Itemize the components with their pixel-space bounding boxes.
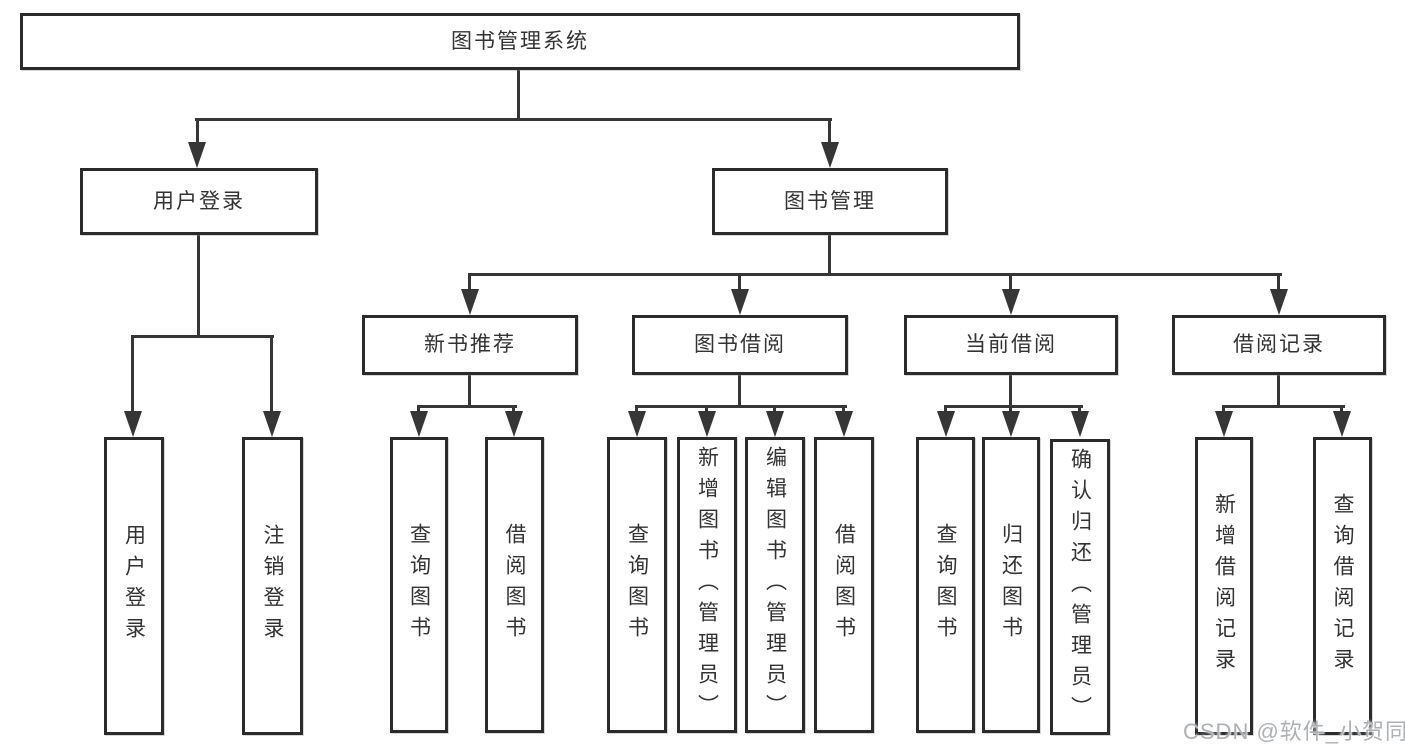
arrowhead-down-icon xyxy=(1002,411,1020,437)
connector-arrow-line xyxy=(842,405,845,413)
connector-arrow-line xyxy=(828,118,831,148)
node-library-management-system: 图书管理系统 xyxy=(20,13,1020,70)
connector-arrow-line xyxy=(738,273,741,289)
connector-root-stem xyxy=(517,70,520,120)
connector-section-stem xyxy=(738,375,741,408)
connector-arrow-line xyxy=(1009,273,1012,289)
node-records-search-record: 查询借阅记录 xyxy=(1313,437,1372,735)
arrowhead-down-icon xyxy=(1215,411,1233,437)
arrowhead-down-icon xyxy=(766,411,784,437)
node-borrowing-search-books: 查询图书 xyxy=(607,437,667,733)
connector-level3-distributor xyxy=(468,273,1282,276)
node-records-add-record: 新增借阅记录 xyxy=(1195,437,1253,735)
node-logout: 注销登录 xyxy=(242,437,303,735)
connector-user-login-distributor xyxy=(131,335,274,338)
connector-section-stem xyxy=(1277,375,1280,408)
connector-arrow-line xyxy=(270,335,273,411)
connector-arrow-line xyxy=(773,405,776,413)
node-recommend-borrow-books: 借阅图书 xyxy=(485,437,544,733)
connector-section-stem xyxy=(1009,375,1012,408)
node-login: 用户登录 xyxy=(104,437,164,735)
connector-arrow-line xyxy=(417,405,420,413)
node-borrowing-borrow-books: 借阅图书 xyxy=(814,437,874,733)
arrowhead-down-icon xyxy=(1333,411,1351,437)
connector-group-distributor xyxy=(944,405,1083,408)
connector-group-distributor xyxy=(635,405,847,408)
arrowhead-down-icon xyxy=(1270,289,1288,315)
connector-arrow-line xyxy=(944,405,947,413)
connector-level2-distributor xyxy=(195,118,832,121)
node-current-search-books: 查询图书 xyxy=(916,437,975,733)
connector-arrow-line xyxy=(1277,273,1280,289)
arrowhead-down-icon xyxy=(410,411,428,437)
node-current-return-books: 归还图书 xyxy=(982,437,1040,733)
connector-group-distributor xyxy=(1222,405,1345,408)
connector-arrow-line xyxy=(1078,405,1081,413)
node-user-login: 用户登录 xyxy=(80,168,318,235)
node-recommend-search-books: 查询图书 xyxy=(390,437,448,733)
arrowhead-down-icon xyxy=(731,289,749,315)
arrowhead-down-icon xyxy=(698,411,716,437)
node-current-confirm-return-admin: 确认归还（管理员） xyxy=(1050,439,1110,735)
node-book-management: 图书管理 xyxy=(712,168,948,235)
connector-arrow-line xyxy=(131,335,134,411)
node-borrowing-records: 借阅记录 xyxy=(1172,315,1386,375)
connector-arrow-line xyxy=(196,118,199,148)
node-borrowing-edit-books-admin: 编辑图书（管理员） xyxy=(745,437,805,733)
connector-user-login-stem xyxy=(197,235,200,338)
connector-arrow-line xyxy=(468,273,471,289)
arrowhead-down-icon xyxy=(263,411,281,437)
node-new-book-recommendation: 新书推荐 xyxy=(362,315,578,375)
connector-arrow-line xyxy=(635,405,638,413)
node-book-borrowing: 图书借阅 xyxy=(632,315,848,375)
node-current-borrowing: 当前借阅 xyxy=(904,315,1118,375)
arrowhead-down-icon xyxy=(1071,411,1089,437)
connector-arrow-line xyxy=(705,405,708,413)
connector-arrow-line xyxy=(1340,405,1343,413)
arrowhead-down-icon xyxy=(505,411,523,437)
connector-arrow-line xyxy=(1222,405,1225,413)
arrowhead-down-icon xyxy=(188,142,206,168)
arrowhead-down-icon xyxy=(937,411,955,437)
connector-group-distributor xyxy=(417,405,517,408)
connector-arrow-line xyxy=(512,405,515,413)
connector-book-management-stem xyxy=(828,235,831,276)
node-borrowing-add-books-admin: 新增图书（管理员） xyxy=(677,437,737,733)
csdn-watermark: CSDN @软件_小贺同学 xyxy=(1183,719,1405,744)
connector-section-stem xyxy=(468,375,471,408)
arrowhead-down-icon xyxy=(628,411,646,437)
arrowhead-down-icon xyxy=(835,411,853,437)
arrowhead-down-icon xyxy=(821,142,839,168)
connector-arrow-line xyxy=(1009,405,1012,413)
arrowhead-down-icon xyxy=(461,289,479,315)
arrowhead-down-icon xyxy=(1002,289,1020,315)
arrowhead-down-icon xyxy=(124,411,142,437)
